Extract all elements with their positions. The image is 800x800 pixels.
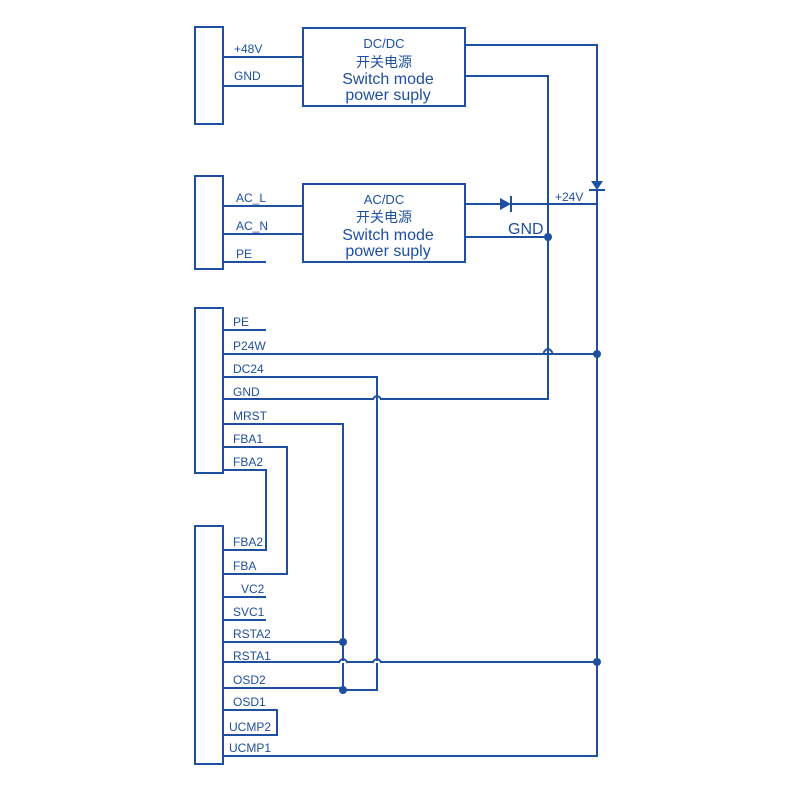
dcdc-psu-box — [302, 27, 466, 107]
pin-label: DC24 — [233, 362, 264, 376]
pin-label: OSD2 — [233, 673, 266, 687]
pin-label: SVC1 — [233, 605, 265, 619]
diode-icon — [500, 198, 511, 210]
wire-ucmp2-loop — [222, 709, 278, 736]
wire-dcdc-out-gnd — [464, 75, 549, 238]
junction-dot — [544, 233, 552, 241]
pin-label: UCMP1 — [229, 741, 271, 755]
acdc-title-zh: 开关电源 — [356, 210, 412, 226]
wire-fba1-to-fba — [222, 446, 288, 575]
label-acdc-gnd: GND — [508, 221, 544, 238]
junction-dot — [339, 686, 347, 694]
acdc-line1: Switch mode — [342, 227, 434, 244]
pin-label: FBA2 — [233, 535, 263, 549]
dcdc-title-zh: 开关电源 — [356, 55, 412, 71]
pin-label: GND — [233, 385, 260, 399]
pin-label: VC2 — [241, 582, 265, 596]
wire-crossover — [542, 348, 554, 354]
wire-mrst — [222, 423, 344, 691]
connector-ac-input — [194, 175, 224, 270]
wire-crossover — [371, 395, 383, 401]
pin-label: AC_N — [236, 219, 268, 233]
pin-label: FBA1 — [233, 432, 263, 446]
wire-crossover — [371, 658, 383, 664]
connector-dc-input — [194, 26, 224, 125]
pin-label: RSTA2 — [233, 627, 271, 641]
pin-label: FBA — [233, 559, 256, 573]
pin-label: GND — [234, 69, 261, 83]
dcdc-line2: power suply — [345, 87, 430, 104]
pin-label: PE — [233, 315, 249, 329]
wire-crossover — [337, 658, 349, 664]
acdc-psu-box — [302, 183, 466, 263]
acdc-line2: power suply — [345, 243, 430, 260]
pin-label: OSD1 — [233, 695, 266, 709]
junction-dot — [593, 658, 601, 666]
connector-signal-upper — [194, 307, 224, 474]
connector-signal-lower — [194, 525, 224, 765]
pin-label: FBA2 — [233, 455, 263, 469]
acdc-title: AC/DC — [364, 192, 404, 207]
wire-dcdc-out-pos — [464, 44, 598, 182]
dcdc-title: DC/DC — [363, 36, 404, 51]
pin-label: +48V — [234, 42, 262, 56]
wire-fba2-to-fba2 — [222, 469, 267, 551]
dcdc-line1: Switch mode — [342, 71, 434, 88]
junction-dot — [339, 638, 347, 646]
pin-label: AC_L — [236, 191, 266, 205]
pin-label: RSTA1 — [233, 649, 271, 663]
wire-dc24 — [222, 376, 378, 691]
diode-vertical-icon — [591, 181, 603, 190]
pin-label: P24W — [233, 339, 266, 353]
pin-label: PE — [236, 247, 252, 261]
pin-label: UCMP2 — [229, 720, 271, 734]
junction-dot — [593, 350, 601, 358]
pin-label: MRST — [233, 409, 268, 423]
label-24v: +24V — [555, 190, 583, 204]
